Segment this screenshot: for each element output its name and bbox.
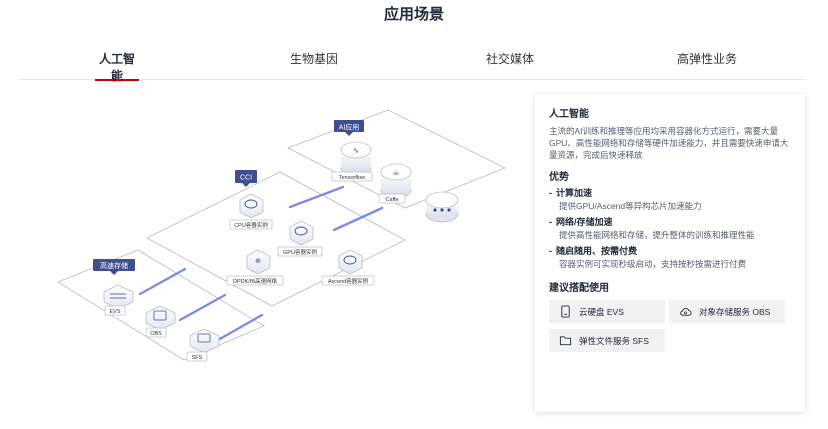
chip-icon — [244, 199, 258, 209]
ascend-instance-label: Ascend容器实例 — [328, 277, 369, 285]
tensorflow-label: Tensorflow — [339, 175, 365, 181]
ascend-instance-node: Ascend容器实例 — [321, 249, 375, 286]
evs-label: EVS — [109, 309, 120, 315]
gpu-instance-label: GPU容器实例 — [283, 248, 317, 256]
scenario-detail-card: 人工智能 主流的AI训练和推理等应用均采用容器化方式运行，需要大量GPU、高性能… — [535, 94, 805, 412]
card-title: 人工智能 — [549, 109, 589, 120]
advantage-title: 网络/存储加速 — [556, 217, 613, 227]
folder-icon — [559, 336, 572, 346]
page-title: 应用场景 — [383, 6, 444, 23]
advantage-item: -随启随用、按需付费 容器实例可实现秒级启动，支持按秒按需进行付费 — [549, 245, 791, 270]
caffe-node: ☕ Caffe — [378, 163, 412, 204]
gpu-instance-node: GPU容器实例 — [277, 220, 323, 257]
recommend-evs-link[interactable]: 云硬盘 EVS — [549, 300, 665, 323]
advantage-item: -网络/存储加速 提供高性能网络和存储，提升整体的训练和推理性能 — [549, 216, 791, 241]
tag-storage-label: 高速存储 — [100, 261, 128, 270]
tab-genomics[interactable]: 生物基因 — [289, 52, 338, 66]
recommend-obs-link[interactable]: 对象存储服务 OBS — [669, 300, 785, 323]
recommend-title: 建议搭配使用 — [549, 283, 609, 294]
advantage-title: 计算加速 — [556, 188, 593, 198]
recommend-list: 云硬盘 EVS 对象存储服务 OBS 弹性文件服务 SFS — [549, 300, 791, 352]
advantage-title: 随启随用、按需付费 — [556, 246, 638, 256]
connection-lines — [138, 185, 384, 342]
recommend-sfs-link[interactable]: 弹性文件服务 SFS — [549, 329, 665, 352]
caffe-icon: ☕ — [392, 168, 399, 177]
ascend-chip-icon — [343, 255, 357, 265]
file-icon — [197, 333, 211, 343]
obs-node: OBS — [145, 305, 176, 338]
cpu-instance-node: CPU容器实例 — [229, 193, 273, 230]
advantage-text: 提供高性能网络和存储，提升整体的训练和推理性能 — [559, 230, 755, 240]
advantage-text: 提供GPU/Ascend等异构芯片加速能力 — [559, 201, 702, 211]
recommend-obs-label: 对象存储服务 OBS — [699, 306, 771, 317]
tag-ai-label: AI应用 — [339, 123, 360, 132]
tag-cci: CCI — [235, 170, 257, 187]
disk-icon — [561, 305, 570, 318]
evs-node: EVS — [103, 284, 134, 316]
gpu-chip-icon — [294, 226, 308, 236]
cloud-icon — [680, 308, 692, 316]
advantages-title: 优势 — [549, 172, 569, 183]
network-icon: ⊕ — [255, 258, 261, 265]
sfs-label: SFS — [192, 355, 203, 361]
advantage-item: -计算加速 提供GPU/Ascend等异构芯片加速能力 — [549, 187, 791, 212]
tab-elastic-business[interactable]: 高弹性业务 — [676, 52, 737, 66]
tab-social-media[interactable]: 社交媒体 — [485, 52, 534, 66]
tensorflow-icon: ∿ — [353, 146, 360, 155]
dpdk-network-label: DPDK/IB高速网络 — [233, 277, 278, 285]
dpdk-network-node: ⊕ DPDK/IB高速网络 — [226, 249, 284, 286]
caffe-label: Caffe — [385, 197, 398, 203]
obs-label: OBS — [150, 331, 162, 337]
tag-ai-apps: AI应用 — [334, 120, 364, 136]
tensorflow-node: ∿ Tensorflow — [331, 141, 373, 182]
more-apps-node — [425, 191, 459, 223]
bucket-icon — [153, 310, 167, 321]
card-description: 主流的AI训练和推理等应用均采用容器化方式运行，需要大量GPU、高性能网络和存储… — [549, 126, 789, 160]
architecture-diagram: AI应用 CCI 高速存储 ∿ Tensorflow ☕ Caffe — [57, 109, 506, 362]
tag-cci-label: CCI — [240, 175, 252, 182]
tag-storage: 高速存储 — [93, 259, 135, 275]
tab-ai[interactable]: 人工智能 — [95, 50, 139, 83]
recommend-evs-label: 云硬盘 EVS — [579, 306, 624, 317]
cpu-instance-label: CPU容器实例 — [234, 221, 268, 229]
sfs-node: SFS — [186, 328, 220, 362]
scenario-tabs: 人工智能 生物基因 社交媒体 高弹性业务 — [19, 50, 806, 83]
recommend-sfs-label: 弹性文件服务 SFS — [579, 335, 649, 346]
advantage-text: 容器实例可实现秒级启动，支持按秒按需进行付费 — [559, 259, 747, 269]
